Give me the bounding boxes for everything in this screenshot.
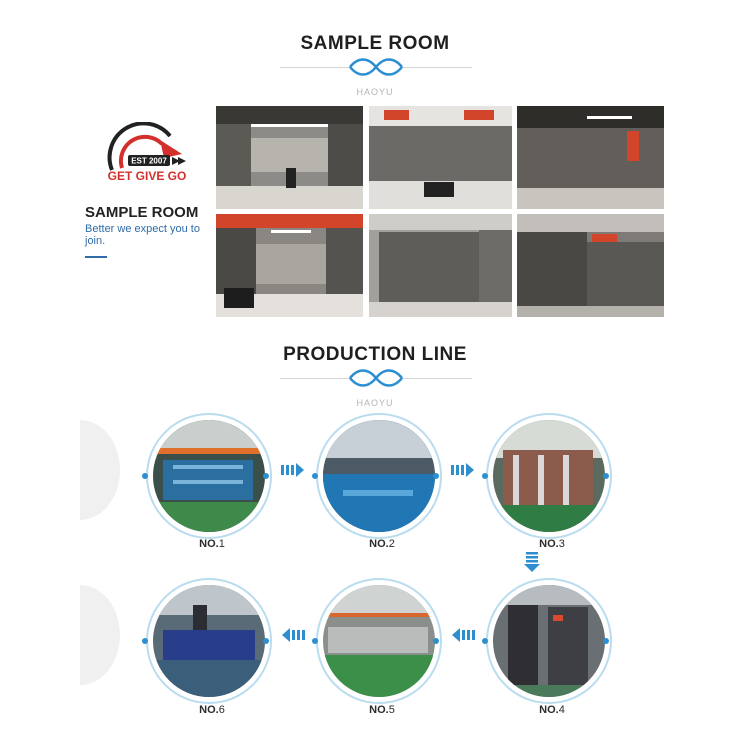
brand-label: HAOYU — [356, 87, 394, 97]
ring-dot — [482, 638, 488, 644]
ring-dot — [433, 473, 439, 479]
title-rule-right — [402, 67, 472, 68]
production-step-5-photo — [318, 580, 440, 702]
sample-room-photo-2 — [369, 106, 512, 209]
triple-arrow-right-icon — [451, 463, 474, 477]
title-rule-right — [402, 378, 472, 379]
sample-room-photo-6 — [517, 214, 664, 317]
svg-text:EST 2007: EST 2007 — [131, 157, 167, 166]
step-label-6: NO.6 — [199, 704, 225, 716]
ring-dot — [603, 638, 609, 644]
step-label-4: NO.4 — [539, 704, 565, 716]
production-step-3-photo — [488, 415, 610, 537]
sample-room-title: SAMPLE ROOM — [300, 33, 450, 54]
sample-room-photo-1 — [216, 106, 363, 209]
ring-dot — [263, 638, 269, 644]
wave-ornament-icon — [349, 58, 403, 76]
sample-room-photo-4 — [216, 214, 363, 317]
ring-dot — [142, 473, 148, 479]
step-label-2: NO.2 — [369, 538, 395, 550]
sample-room-photo-3 — [517, 106, 664, 209]
title-rule-left — [280, 67, 350, 68]
step-label-1: NO.1 — [199, 538, 225, 550]
ring-dot — [312, 473, 318, 479]
sample-room-photo-5 — [369, 214, 512, 317]
side-title: SAMPLE ROOM — [85, 204, 199, 221]
svg-text:GET GIVE GO: GET GIVE GO — [108, 169, 187, 183]
triple-arrow-down-icon — [524, 552, 540, 572]
wave-ornament-icon — [349, 369, 403, 387]
step-label-5: NO.5 — [369, 704, 395, 716]
triple-arrow-left-icon — [452, 628, 475, 642]
triple-arrow-right-icon — [281, 463, 304, 477]
ring-dot — [312, 638, 318, 644]
title-rule-left — [280, 378, 350, 379]
side-subtitle: Better we expect you to join. — [85, 223, 200, 247]
triple-arrow-left-icon — [282, 628, 305, 642]
production-step-6-photo — [148, 580, 270, 702]
ring-dot — [603, 473, 609, 479]
brand-label: HAOYU — [356, 398, 394, 408]
ring-dot — [142, 638, 148, 644]
side-accent-bar — [85, 256, 107, 258]
production-line-title: PRODUCTION LINE — [283, 344, 467, 365]
production-step-1-photo — [148, 415, 270, 537]
production-step-4-photo — [488, 580, 610, 702]
ring-dot — [263, 473, 269, 479]
production-step-2-photo — [318, 415, 440, 537]
step-label-3: NO.3 — [539, 538, 565, 550]
company-logo: EST 2007 GET GIVE GO — [107, 122, 187, 183]
ring-dot — [433, 638, 439, 644]
ring-dot — [482, 473, 488, 479]
